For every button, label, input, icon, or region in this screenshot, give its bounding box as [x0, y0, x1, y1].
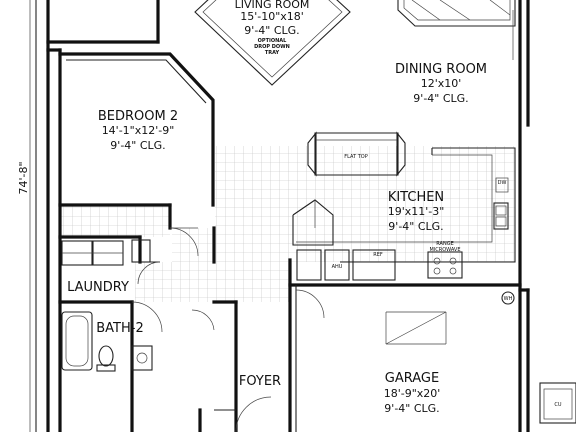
kitchen-size: 19'x11'-3": [388, 205, 445, 218]
living-room-note-3: TRAY: [265, 50, 280, 56]
dining-room-size: 12'x10': [421, 77, 462, 90]
living-room-ceiling: 9'-4" CLG.: [244, 24, 299, 37]
living-room-size: 15'-10"x18': [240, 10, 304, 23]
living-room-tray-ceiling: [194, 0, 351, 86]
garage-size: 18'-9"x20': [384, 387, 441, 400]
dimension-line: 74'-8": [17, 0, 37, 432]
foyer-name: FOYER: [239, 374, 281, 389]
overall-dimension-label: 74'-8": [17, 161, 30, 194]
water-heater-label: WH: [504, 296, 513, 302]
tile-floor: [60, 146, 515, 302]
living-room-name: LIVING ROOM: [235, 0, 310, 11]
dishwasher-label: DW: [498, 180, 507, 186]
dining-room-name: DINING ROOM: [395, 62, 487, 77]
bedroom2-name: BEDROOM 2: [98, 109, 178, 124]
range: RANGE MICROWAVE: [427, 241, 463, 279]
kitchen-ceiling: 9'-4" CLG.: [388, 220, 443, 233]
room-labels: LIVING ROOM 15'-10"x18' 9'-4" CLG. OPTIO…: [67, 0, 487, 415]
range-label: RANGE: [436, 241, 453, 247]
kitchen-island: FLAT TOP: [307, 131, 406, 177]
bedroom2-ceiling: 9'-4" CLG.: [110, 139, 165, 152]
garage-name: GARAGE: [385, 371, 439, 386]
doors: [131, 227, 325, 432]
kitchen-counters: DW: [296, 147, 516, 263]
flat-top-label: FLAT TOP: [344, 154, 367, 160]
ahu-label: AHU: [332, 264, 343, 270]
laundry-name: LAUNDRY: [67, 280, 129, 295]
garage-ceiling: 9'-4" CLG.: [384, 402, 439, 415]
condenser-unit-label: CU: [554, 402, 561, 408]
laundry-appliances: [61, 239, 151, 266]
bedroom2-size: 14'-1"x12'-9": [102, 124, 175, 137]
interior-walls: [58, 226, 522, 432]
dining-room-ceiling: 9'-4" CLG.: [413, 92, 468, 105]
living-room-note-1: OPTIONAL: [258, 38, 287, 44]
dining-room-walls: [397, 0, 516, 60]
garage-features: WH CU: [385, 291, 576, 424]
ref-label: REF: [373, 252, 383, 258]
living-room-note-2: DROP DOWN: [254, 44, 290, 50]
microwave-label: MICROWAVE: [429, 247, 460, 253]
bath-fixtures: [61, 311, 153, 372]
kitchen-name: KITCHEN: [388, 190, 444, 205]
bedroom2-walls: [58, 52, 215, 230]
utility-closets: AHU REF: [292, 199, 396, 281]
bath2-name: BATH-2: [96, 321, 143, 336]
exterior-walls: [46, 0, 530, 432]
